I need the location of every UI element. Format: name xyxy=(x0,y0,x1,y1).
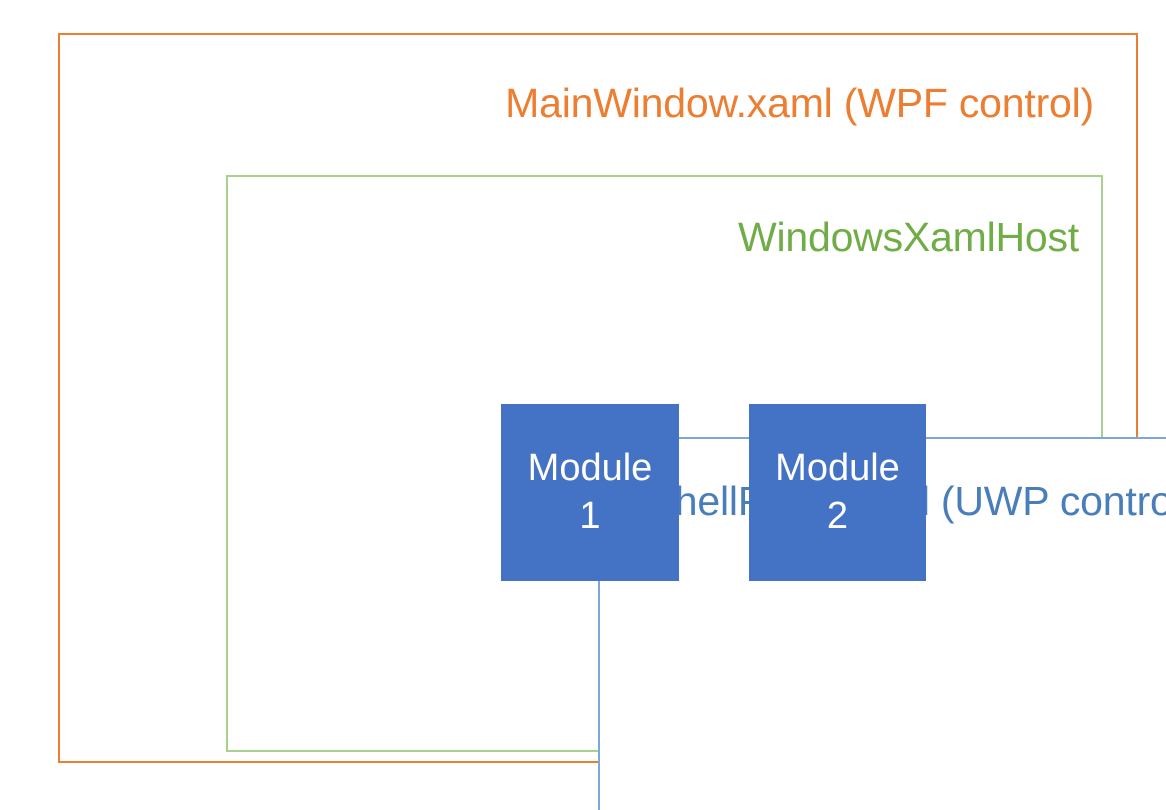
module-2-label-line2: 2 xyxy=(826,494,849,537)
mainwindow-label: MainWindow.xaml (WPF control) xyxy=(505,80,1094,126)
module-1-box: Module 1 xyxy=(501,404,679,581)
module-2-box: Module 2 xyxy=(749,404,926,581)
module-1-label-line1: Module xyxy=(527,447,653,490)
module-2-label-line1: Module xyxy=(775,447,900,490)
mainwindow-container: MainWindow.xaml (WPF control) WindowsXam… xyxy=(58,33,1166,810)
windowsxamlhost-label: WindowsXamlHost xyxy=(737,214,1079,260)
module-1-label-line2: 1 xyxy=(579,494,601,537)
